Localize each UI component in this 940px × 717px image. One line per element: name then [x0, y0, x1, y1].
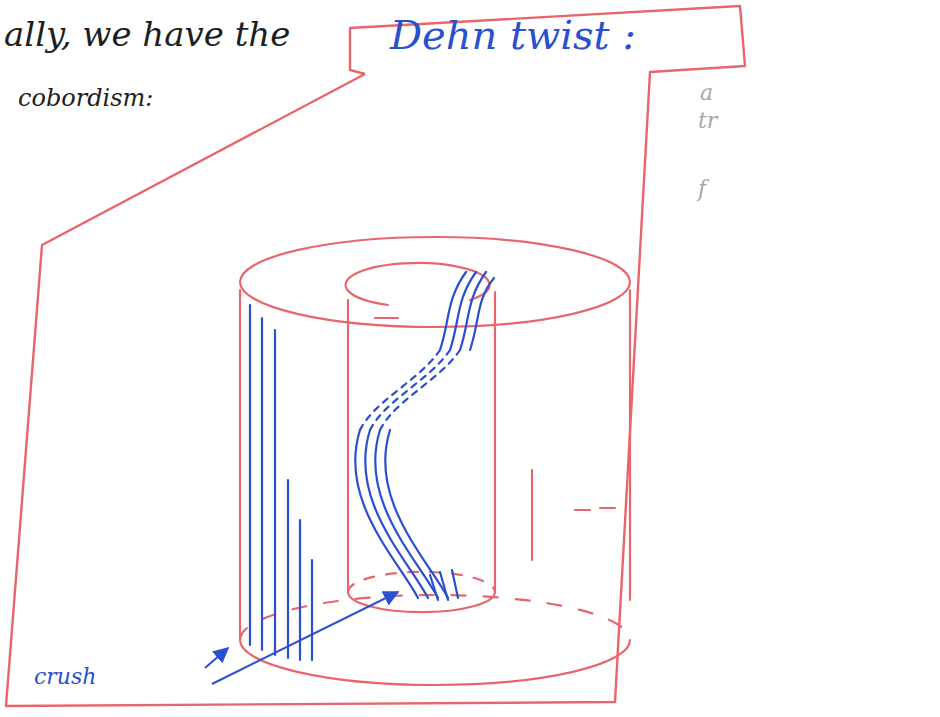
crush-arrows	[205, 592, 398, 684]
note-text: cobordism:	[18, 84, 153, 112]
faint-note: f	[698, 176, 706, 201]
strands	[250, 272, 494, 660]
node-text-holder: Dehn twist :	[390, 12, 636, 58]
faint-note-holder: tr	[698, 108, 717, 133]
faint-note: tr	[698, 108, 717, 133]
faint-note: a	[700, 80, 713, 105]
region-outline-path	[6, 6, 745, 706]
faint-note-holder: f	[698, 176, 706, 201]
cylinder-outline	[240, 237, 630, 685]
callout-label: crush	[34, 664, 96, 689]
node-title: Dehn twist :	[390, 12, 636, 58]
callout-label-holder: crush	[34, 664, 96, 689]
note-text: ally, we have the	[4, 14, 290, 54]
faint-note-holder: a	[700, 80, 713, 105]
note-text-holder: cobordism:	[18, 84, 153, 112]
note-text-holder: ally, we have the	[4, 14, 290, 54]
